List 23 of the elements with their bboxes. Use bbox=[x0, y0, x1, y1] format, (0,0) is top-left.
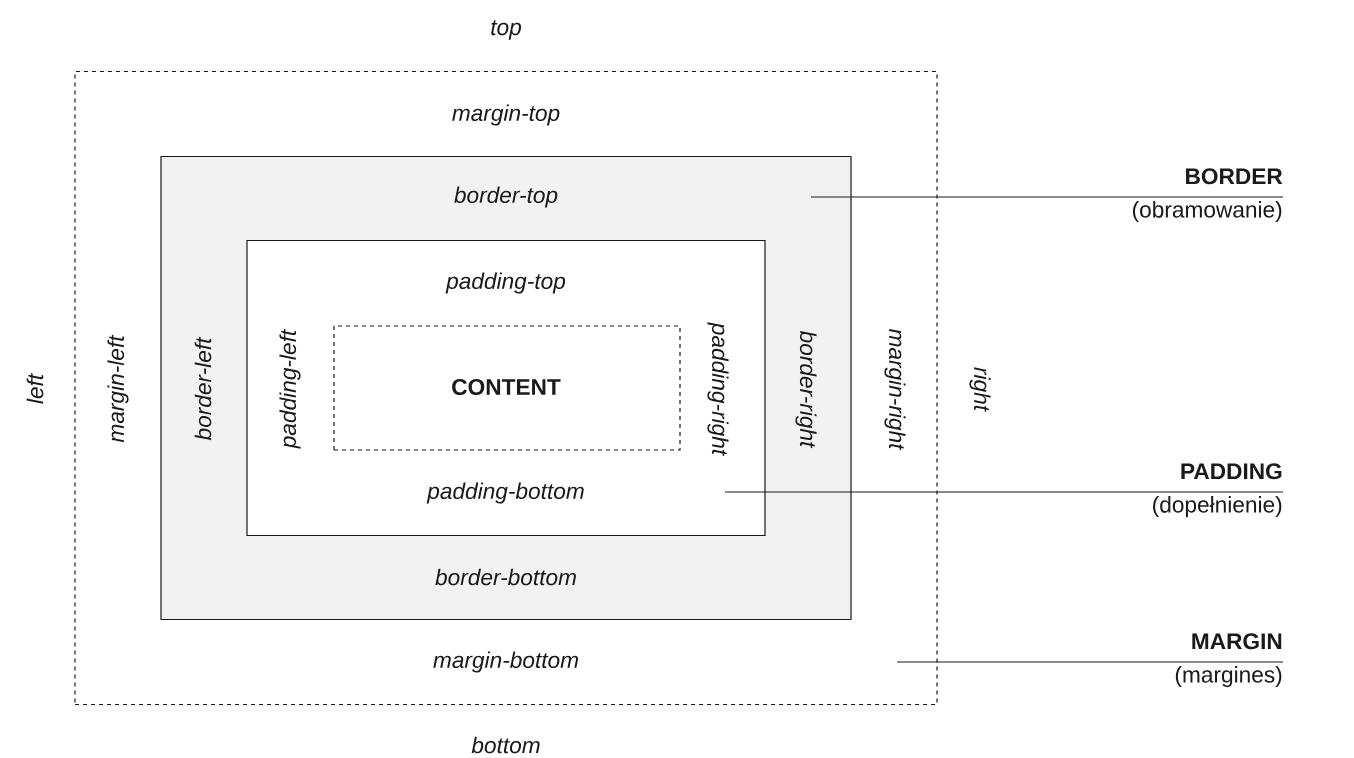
direction-label: right bbox=[969, 367, 991, 412]
callout-label: PADDING (dopełnienie) bbox=[1153, 463, 1282, 518]
callout-label: MARGIN (margines) bbox=[1175, 633, 1282, 688]
callout-label: BORDER (obramowanie) bbox=[1132, 168, 1283, 223]
direction-label: top bbox=[491, 20, 522, 40]
side-label: margin-bottom bbox=[433, 651, 578, 673]
side-label: border-top bbox=[454, 186, 558, 208]
side-label: padding-left bbox=[279, 329, 301, 449]
direction-label: bottom bbox=[471, 736, 540, 754]
content-label: CONTENT bbox=[452, 379, 561, 396]
side-label: border-left bbox=[194, 336, 212, 441]
leader-line bbox=[810, 196, 1284, 198]
side-label: padding-bottom bbox=[426, 482, 584, 504]
leader-line bbox=[724, 491, 1284, 493]
side-label: border-right bbox=[795, 330, 817, 449]
leader-line bbox=[896, 661, 1284, 663]
side-label: margin-top bbox=[452, 104, 560, 126]
side-label: margin-left bbox=[107, 334, 129, 443]
direction-label: left bbox=[26, 373, 44, 404]
side-label: padding-top bbox=[445, 272, 566, 294]
side-label: margin-right bbox=[884, 328, 906, 451]
side-label: border-bottom bbox=[435, 568, 576, 586]
side-label: padding-right bbox=[707, 322, 729, 456]
